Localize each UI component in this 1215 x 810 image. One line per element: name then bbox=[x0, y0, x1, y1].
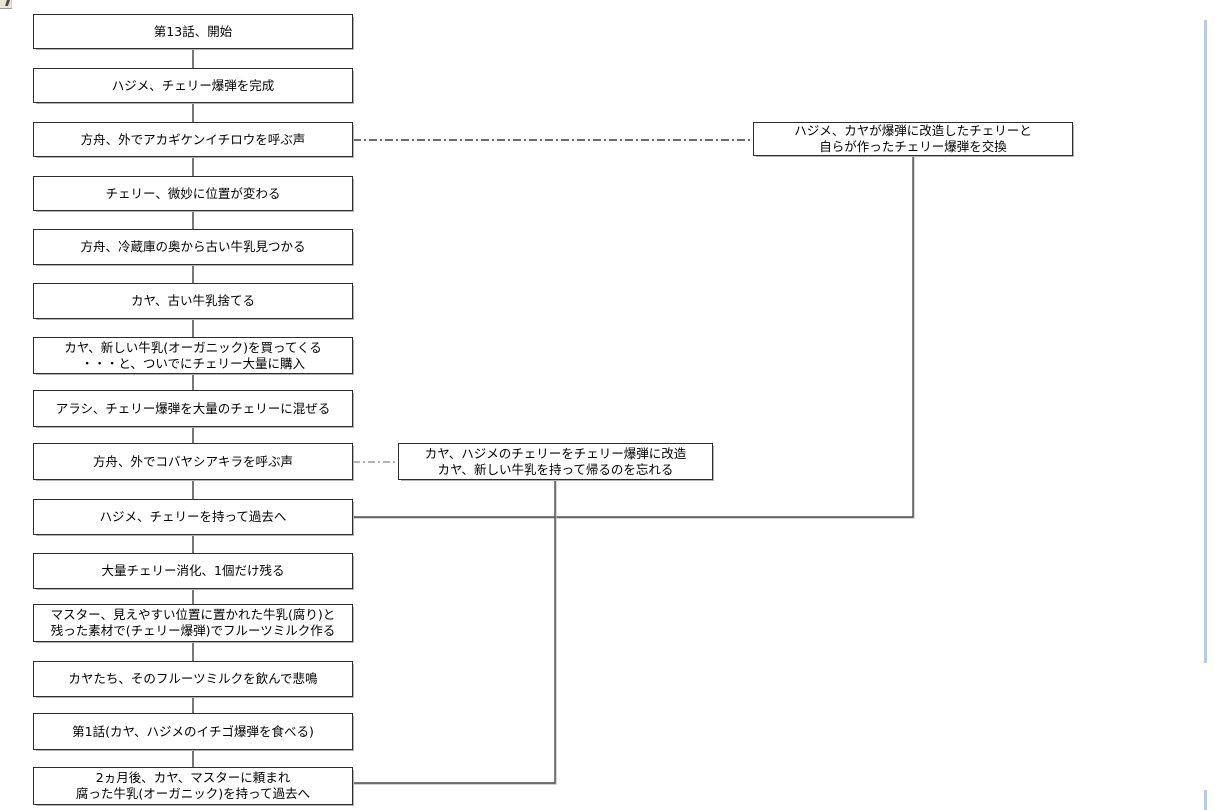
node-text: アラシ、チェリー爆弾を大量のチェリーに混ぜる bbox=[55, 400, 331, 416]
flow-node-9[interactable]: 方舟、外でコバヤシアキラを呼ぶ声 bbox=[33, 443, 353, 480]
flow-node-5[interactable]: 方舟、冷蔵庫の奥から古い牛乳見つかる bbox=[33, 229, 353, 265]
node-text: 方舟、外でアカギケンイチロウを呼ぶ声 bbox=[80, 131, 306, 147]
node-text: 第13話、開始 bbox=[153, 23, 233, 39]
flow-node-2[interactable]: ハジメ、チェリー爆弾を完成 bbox=[33, 68, 353, 103]
node-text: カヤたち、そのフルーツミルクを飲んで悲鳴 bbox=[68, 671, 318, 686]
flow-node-4[interactable]: チェリー、微妙に位置が変わる bbox=[33, 176, 353, 211]
flow-node-6[interactable]: カヤ、古い牛乳捨てる bbox=[33, 283, 353, 319]
node-text: 残った素材で(チェリー爆弾)でフルーツミルク作る bbox=[50, 623, 336, 638]
node-text: チェリー、微妙に位置が変わる bbox=[105, 185, 281, 201]
node-text: カヤ、新しい牛乳を持って帰るのを忘れる bbox=[437, 461, 674, 477]
corner-artifact-mark bbox=[5, 0, 10, 6]
flow-node-3[interactable]: 方舟、外でアカギケンイチロウを呼ぶ声 bbox=[33, 122, 353, 157]
node-text: カヤ、古い牛乳捨てる bbox=[130, 293, 255, 308]
node-text: カヤ、ハジメのチェリーをチェリー爆弾に改造 bbox=[424, 445, 687, 461]
node-text: ハジメ、チェリーを持って過去へ bbox=[99, 509, 287, 524]
flow-node-7[interactable]: カヤ、新しい牛乳(オーガニック)を買ってくる・・・と、ついでにチェリー大量に購入 bbox=[33, 337, 353, 374]
node-text: ハジメ、チェリー爆弾を完成 bbox=[111, 77, 275, 93]
flow-node-15[interactable]: 2ヵ月後、カヤ、マスターに頼まれ腐った牛乳(オーガニック)を持って過去へ bbox=[33, 767, 353, 805]
node-text: 大量チェリー消化、1個だけ残る bbox=[101, 563, 285, 578]
page-boundary-segment-1 bbox=[1204, 20, 1207, 663]
flow-node-1[interactable]: 第13話、開始 bbox=[33, 14, 353, 49]
flow-node-10[interactable]: ハジメ、チェリーを持って過去へ bbox=[33, 499, 353, 535]
connector-remodel-to-milktrip bbox=[353, 480, 556, 784]
node-text: 2ヵ月後、カヤ、マスターに頼まれ bbox=[95, 770, 291, 785]
node-text: マスター、見えやすい位置に置かれた牛乳(腐り)と bbox=[50, 607, 336, 622]
node-text: カヤ、新しい牛乳(オーガニック)を買ってくる bbox=[64, 339, 322, 355]
flow-node-12[interactable]: マスター、見えやすい位置に置かれた牛乳(腐り)と残った素材で(チェリー爆弾)でフ… bbox=[33, 604, 353, 642]
flow-node-8[interactable]: アラシ、チェリー爆弾を大量のチェリーに混ぜる bbox=[33, 390, 353, 427]
node-text: 自らが作ったチェリー爆弾を交換 bbox=[819, 139, 1007, 154]
node-text: 方舟、外でコバヤシアキラを呼ぶ声 bbox=[92, 453, 293, 469]
page-boundary-segment-2 bbox=[1204, 790, 1207, 810]
node-text: 腐った牛乳(オーガニック)を持って過去へ bbox=[75, 786, 311, 801]
connector-exchange-to-pasttrip bbox=[353, 156, 914, 518]
node-text: 第1話(カヤ、ハジメのイチゴ爆弾を食べる) bbox=[72, 723, 314, 739]
flow-node-11[interactable]: 大量チェリー消化、1個だけ残る bbox=[33, 553, 353, 589]
side-node-2[interactable]: カヤ、ハジメのチェリーをチェリー爆弾に改造カヤ、新しい牛乳を持って帰るのを忘れる bbox=[398, 443, 713, 480]
node-text: ・・・と、ついでにチェリー大量に購入 bbox=[80, 355, 306, 371]
node-text: 方舟、冷蔵庫の奥から古い牛乳見つかる bbox=[80, 239, 306, 254]
node-text: ハジメ、カヤが爆弾に改造したチェリーと bbox=[794, 123, 1032, 138]
side-node-1[interactable]: ハジメ、カヤが爆弾に改造したチェリーと自らが作ったチェリー爆弾を交換 bbox=[753, 122, 1073, 156]
flow-node-13[interactable]: カヤたち、そのフルーツミルクを飲んで悲鳴 bbox=[33, 661, 353, 697]
flow-node-14[interactable]: 第1話(カヤ、ハジメのイチゴ爆弾を食べる) bbox=[33, 713, 353, 750]
corner-artifact-icon bbox=[0, 0, 12, 9]
